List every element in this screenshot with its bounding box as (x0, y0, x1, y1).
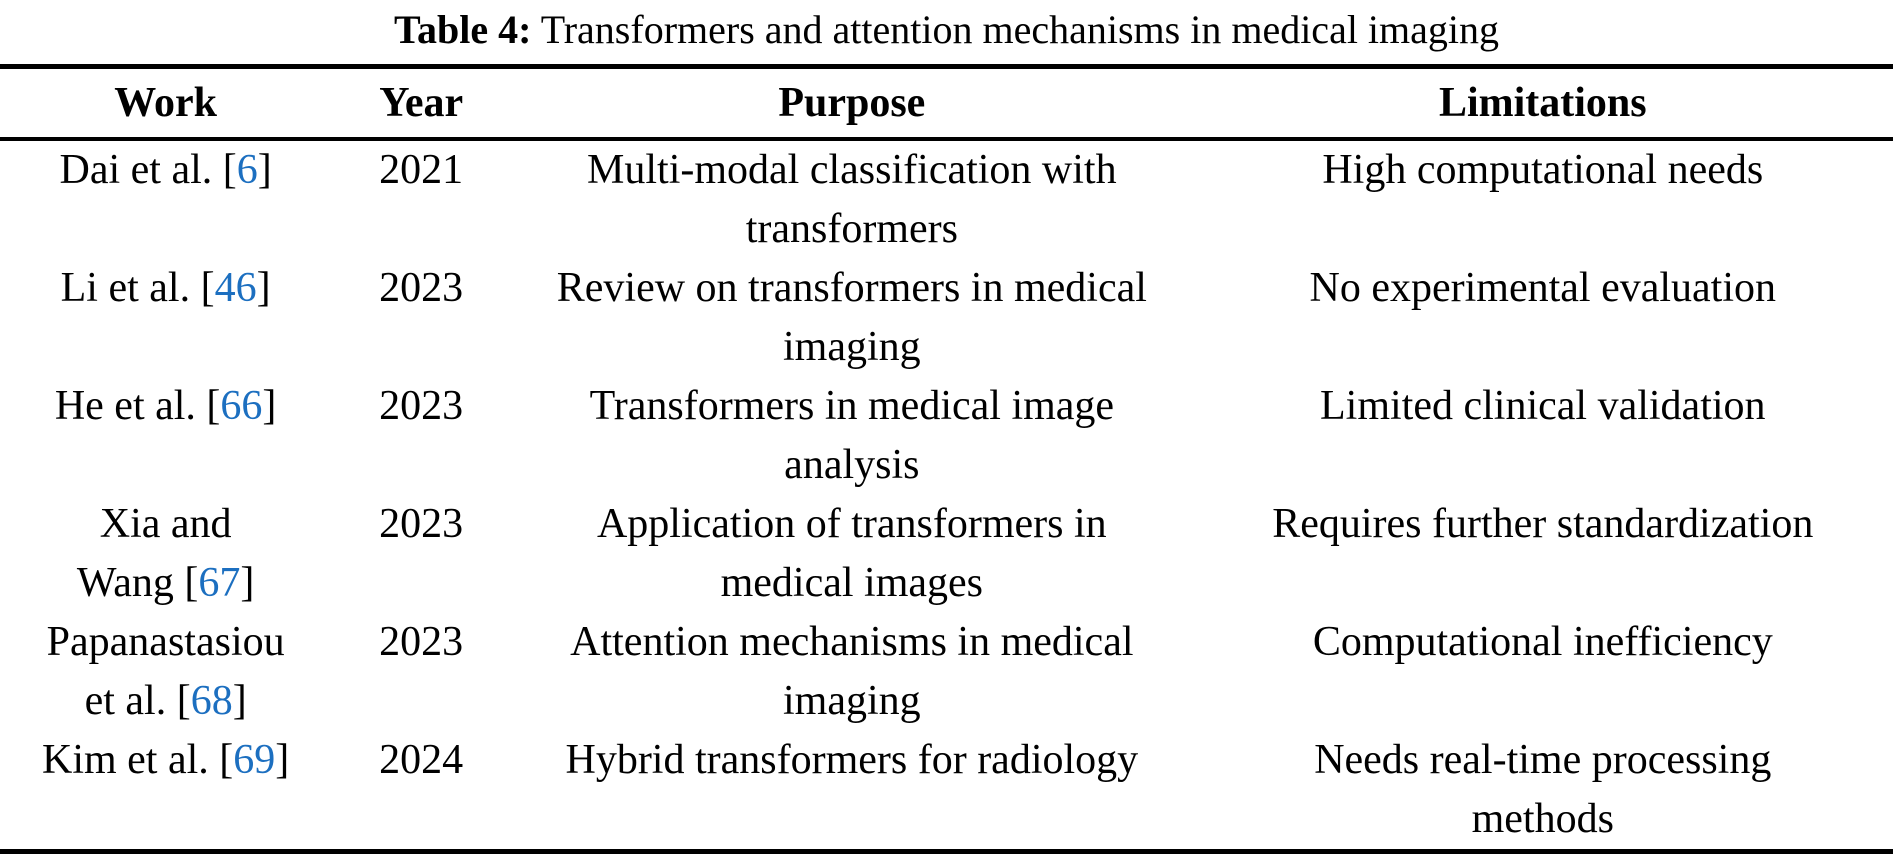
year-cell: 2023 (331, 495, 511, 613)
purpose-line: Multi-modal classification with (587, 146, 1117, 193)
citation-bracket: ] (232, 677, 247, 724)
table-header-row: Work Year Purpose Limitations (0, 67, 1893, 139)
year-cell: 2021 (331, 139, 511, 259)
table-caption-label: Table 4: (393, 7, 532, 52)
work-line: et al. [68] (0, 672, 331, 731)
purpose-line: imaging (783, 323, 921, 370)
purpose-line: Review on transformers in medical (556, 264, 1147, 311)
paper-table: Work Year Purpose Limitations Dai et al.… (0, 64, 1893, 854)
citation-bracket: ] (275, 736, 290, 783)
limitations-line: High computational needs (1322, 146, 1764, 193)
citation-link[interactable]: 46 (214, 264, 257, 311)
work-text: Xia and (99, 500, 232, 547)
year-text: 2023 (379, 618, 464, 665)
column-header-purpose: Purpose (778, 79, 926, 126)
year-text: 2021 (379, 146, 464, 193)
work-line: Kim et al. [69] (0, 731, 331, 790)
purpose-line: imaging (783, 677, 921, 724)
table-row: Dai et al. [6] 2021 Multi-modal classifica… (0, 139, 1893, 259)
limitations-line: methods (1471, 795, 1614, 842)
work-text: Wang [ (76, 559, 199, 606)
citation-bracket: ] (257, 146, 272, 193)
limitations-line: Needs real-time processing (1314, 736, 1772, 783)
limitations-cell: Needs real-time processing methods (1193, 731, 1893, 852)
citation-bracket: ] (240, 559, 255, 606)
work-line: He et al. [66] (0, 377, 331, 436)
citation-bracket: ] (256, 264, 271, 311)
table-row: He et al. [66] 2023 Transformers in medica… (0, 377, 1893, 495)
citation-link[interactable]: 6 (236, 146, 258, 193)
limitations-line: Limited clinical validation (1320, 382, 1766, 429)
citation-link[interactable]: 68 (190, 677, 233, 724)
column-header-work: Work (114, 79, 217, 126)
work-cell: Li et al. [46] (0, 259, 331, 377)
limitations-cell: Computational inefficiency (1193, 613, 1893, 731)
work-cell: Papanastasiou et al. [68] (0, 613, 331, 731)
table-body: Dai et al. [6] 2021 Multi-modal classifica… (0, 139, 1893, 852)
year-cell: 2023 (331, 613, 511, 731)
work-cell: He et al. [66] (0, 377, 331, 495)
column-header-year: Year (379, 79, 464, 126)
purpose-cell: Review on transformers in medical imaging (511, 259, 1192, 377)
work-line: Papanastasiou (0, 613, 331, 672)
column-header-limitations: Limitations (1438, 79, 1647, 126)
year-text: 2023 (379, 382, 464, 429)
citation-link[interactable]: 67 (198, 559, 241, 606)
year-text: 2023 (379, 264, 464, 311)
purpose-line: Transformers in medical image (589, 382, 1115, 429)
year-cell: 2023 (331, 259, 511, 377)
limitations-cell: Limited clinical validation (1193, 377, 1893, 495)
purpose-cell: Attention mechanisms in medical imaging (511, 613, 1192, 731)
purpose-line: Hybrid transformers for radiology (565, 736, 1139, 783)
work-text: et al. [ (84, 677, 191, 724)
citation-link[interactable]: 69 (233, 736, 276, 783)
limitations-cell: No experimental evaluation (1193, 259, 1893, 377)
limitations-line: No experimental evaluation (1309, 264, 1777, 311)
purpose-line: medical images (720, 559, 984, 606)
purpose-cell: Multi-modal classification with transform… (511, 139, 1192, 259)
year-text: 2024 (379, 736, 464, 783)
table-caption-text: Transformers and attention mechanisms in… (540, 7, 1500, 52)
year-cell: 2024 (331, 731, 511, 852)
work-text: Kim et al. [ (41, 736, 234, 783)
table-row: Papanastasiou et al. [68] 2023 Attention me… (0, 613, 1893, 731)
purpose-cell: Application of transformers in medical im… (511, 495, 1192, 613)
work-text: Dai et al. [ (59, 146, 237, 193)
table-row: Li et al. [46] 2023 Review on transformers… (0, 259, 1893, 377)
limitations-line: Computational inefficiency (1312, 618, 1773, 665)
work-line: Wang [67] (0, 554, 331, 613)
purpose-line: analysis (784, 441, 920, 488)
limitations-cell: High computational needs (1193, 139, 1893, 259)
limitations-cell: Requires further standardization (1193, 495, 1893, 613)
purpose-line: transformers (745, 205, 958, 252)
citation-bracket: ] (262, 382, 277, 429)
work-text: Li et al. [ (60, 264, 215, 311)
purpose-cell: Transformers in medical image analysis (511, 377, 1192, 495)
limitations-line: Requires further standardization (1272, 500, 1814, 547)
year-text: 2023 (379, 500, 464, 547)
purpose-line: Attention mechanisms in medical (570, 618, 1134, 665)
work-text: He et al. [ (54, 382, 221, 429)
work-line: Dai et al. [6] (0, 141, 331, 200)
purpose-cell: Hybrid transformers for radiology (511, 731, 1192, 852)
table-row: Kim et al. [69] 2024 Hybrid transformers f… (0, 731, 1893, 852)
purpose-line: Application of transformers in (596, 500, 1107, 547)
work-text: Papanastasiou (46, 618, 285, 665)
work-cell: Dai et al. [6] (0, 139, 331, 259)
citation-link[interactable]: 66 (220, 382, 263, 429)
table-header: Work Year Purpose Limitations (0, 67, 1893, 139)
year-cell: 2023 (331, 377, 511, 495)
work-line: Li et al. [46] (0, 259, 331, 318)
work-cell: Kim et al. [69] (0, 731, 331, 852)
table-caption: Table 4: Transformers and attention mech… (0, 0, 1893, 64)
work-line: Xia and (0, 495, 331, 554)
